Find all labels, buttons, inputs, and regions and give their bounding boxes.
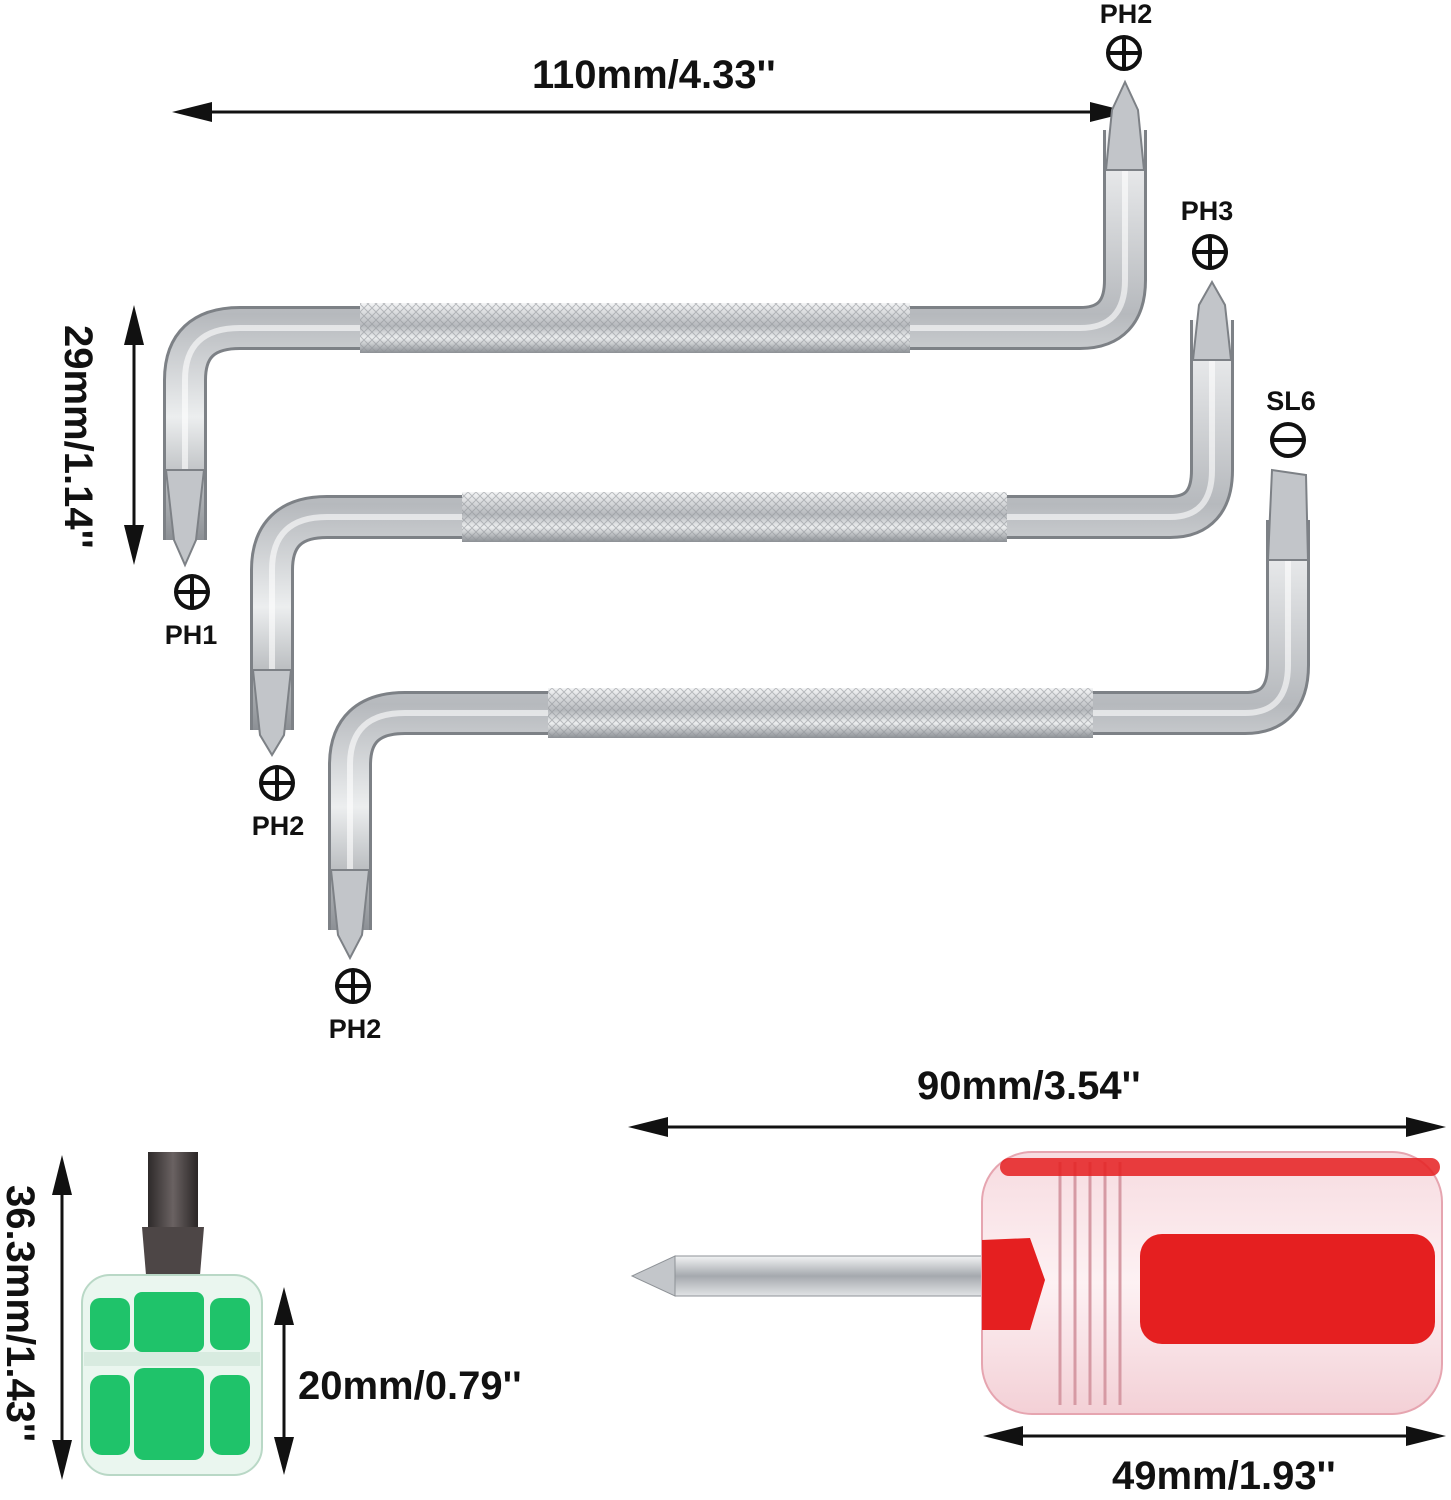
width-label-49: 49mm/1.93'' [1112, 1454, 1336, 1498]
height-arrow-29 [124, 305, 144, 565]
length-arrow-90 [628, 1117, 1446, 1137]
tip-label-w2-right: PH3 [1180, 196, 1234, 226]
height-arrow-20 [274, 1287, 294, 1475]
phillips-icon [174, 574, 210, 610]
width-arrow-49 [983, 1426, 1446, 1446]
length-label-110: 110mm/4.33'' [532, 53, 776, 97]
tip-label-w3-left: PH2 [328, 1014, 382, 1044]
phillips-icon [1192, 234, 1228, 270]
offset-screwdriver-1 [163, 79, 1147, 568]
handle-threads [1058, 1162, 1122, 1405]
height-label-29: 29mm/1.14'' [56, 325, 100, 549]
tip-label-w2-left: PH2 [251, 811, 305, 841]
length-label-90: 90mm/3.54'' [917, 1064, 1141, 1108]
tip-label-w1-right: PH2 [1099, 0, 1153, 29]
height-label-20: 20mm/0.79'' [298, 1364, 522, 1408]
tip-label-w3-right: SL6 [1266, 386, 1316, 416]
tip-label-w1-left: PH1 [164, 620, 218, 650]
slotted-icon [1270, 422, 1306, 458]
height-label-36: 36.3mm/1.43'' [0, 1185, 42, 1442]
offset-screwdriver-3 [328, 468, 1310, 961]
stubby-slotted-screwdriver [81, 1152, 263, 1476]
phillips-icon [335, 968, 371, 1004]
stubby-phillips-screwdriver [630, 1151, 1443, 1415]
length-arrow-110 [172, 102, 1130, 122]
phillips-icon [259, 765, 295, 801]
offset-screwdriver-2 [250, 279, 1234, 757]
phillips-icon [1106, 35, 1142, 71]
height-arrow-36 [52, 1155, 72, 1480]
